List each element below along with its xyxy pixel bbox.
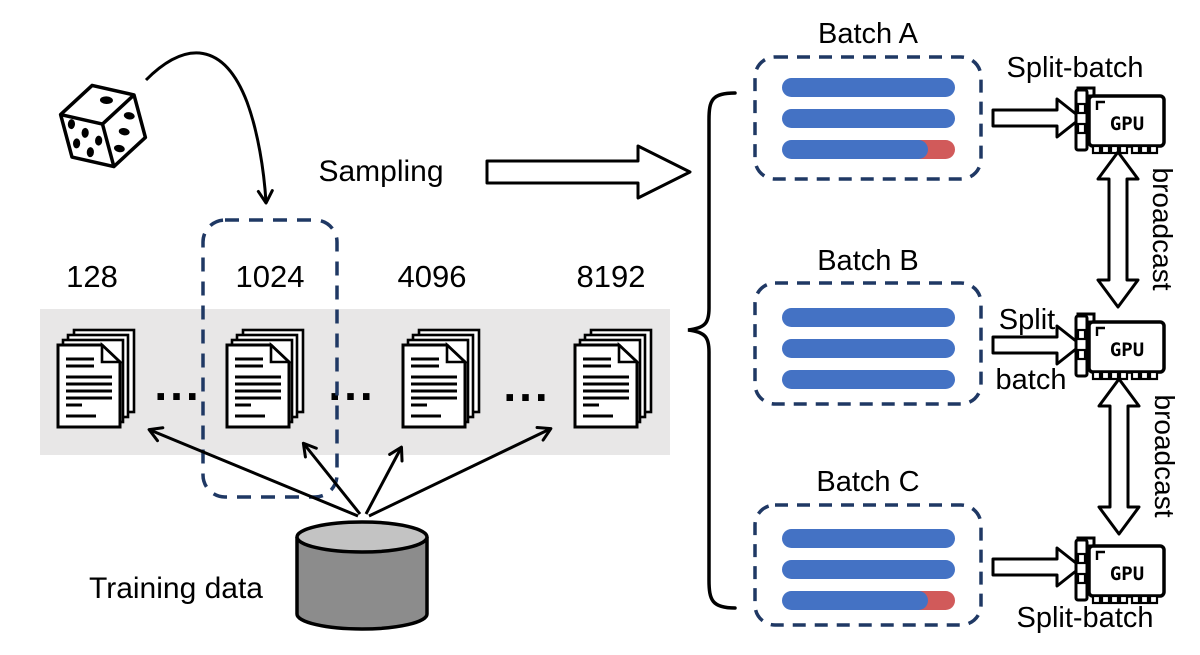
brace <box>687 91 737 610</box>
dice-icon <box>58 83 148 169</box>
sampling-arrow <box>485 144 692 200</box>
split-label-b-line2: batch <box>996 364 1067 396</box>
training-data-label: Training data <box>89 572 263 605</box>
batch-c-bars <box>782 529 955 610</box>
sample-bar <box>782 109 955 128</box>
batch-b-bars <box>782 308 955 389</box>
document-stack-128 <box>56 328 136 429</box>
document-stack-8192 <box>573 328 653 429</box>
ellipsis-dots: ... <box>154 358 201 410</box>
batch-c-title: Batch C <box>816 466 919 498</box>
broadcast-arrow-top <box>1096 150 1140 309</box>
broadcast-label-bottom: broadcast <box>1149 395 1180 518</box>
split-arrow-c <box>991 546 1083 588</box>
batch-a-box <box>753 55 983 181</box>
split-arrow-a <box>991 97 1083 139</box>
split-label-b-line1: Split <box>999 304 1055 336</box>
batch-c-box <box>753 503 983 627</box>
gpu-a-icon: GPU <box>1074 86 1166 155</box>
gpu-b-icon: GPU <box>1074 312 1166 381</box>
training-pool-band <box>40 309 670 455</box>
ellipsis-dots: ... <box>503 359 550 411</box>
sample-bar <box>782 370 955 389</box>
gpu-a-label: GPU <box>1110 113 1144 135</box>
batch-a-title: Batch A <box>818 18 919 50</box>
sample-bar <box>782 308 955 327</box>
batch-b-title: Batch B <box>817 245 919 277</box>
size-label-4096: 4096 <box>398 259 467 294</box>
gpu-c-icon: GPU <box>1074 536 1166 605</box>
batch-b-box <box>753 281 983 406</box>
size-label-1024: 1024 <box>236 259 305 294</box>
sample-bar <box>782 560 955 579</box>
database-icon <box>295 520 429 631</box>
sample-bar <box>782 78 955 97</box>
gpu-c-label: GPU <box>1110 563 1144 585</box>
sampling-label: Sampling <box>318 155 443 188</box>
gpu-b-label: GPU <box>1110 339 1144 361</box>
broadcast-arrow-bottom <box>1097 377 1141 536</box>
sampling-source-arrows <box>147 425 553 518</box>
broadcast-label-top: broadcast <box>1147 168 1178 291</box>
document-stack-4096 <box>401 328 481 429</box>
random-pick-arrow <box>144 51 274 205</box>
sample-bar <box>782 339 955 358</box>
batch-a-bars <box>782 78 955 159</box>
sample-bar-truncated <box>782 591 928 610</box>
split-batch-label-c: Split-batch <box>1016 602 1153 634</box>
split-batch-label-a: Split-batch <box>1006 52 1143 84</box>
sample-bar-truncated <box>782 140 928 159</box>
size-label-8192: 8192 <box>577 259 646 294</box>
selected-size-box <box>201 218 339 499</box>
document-stack-1024 <box>225 328 305 429</box>
sample-bar <box>782 529 955 548</box>
size-label-128: 128 <box>66 259 118 294</box>
